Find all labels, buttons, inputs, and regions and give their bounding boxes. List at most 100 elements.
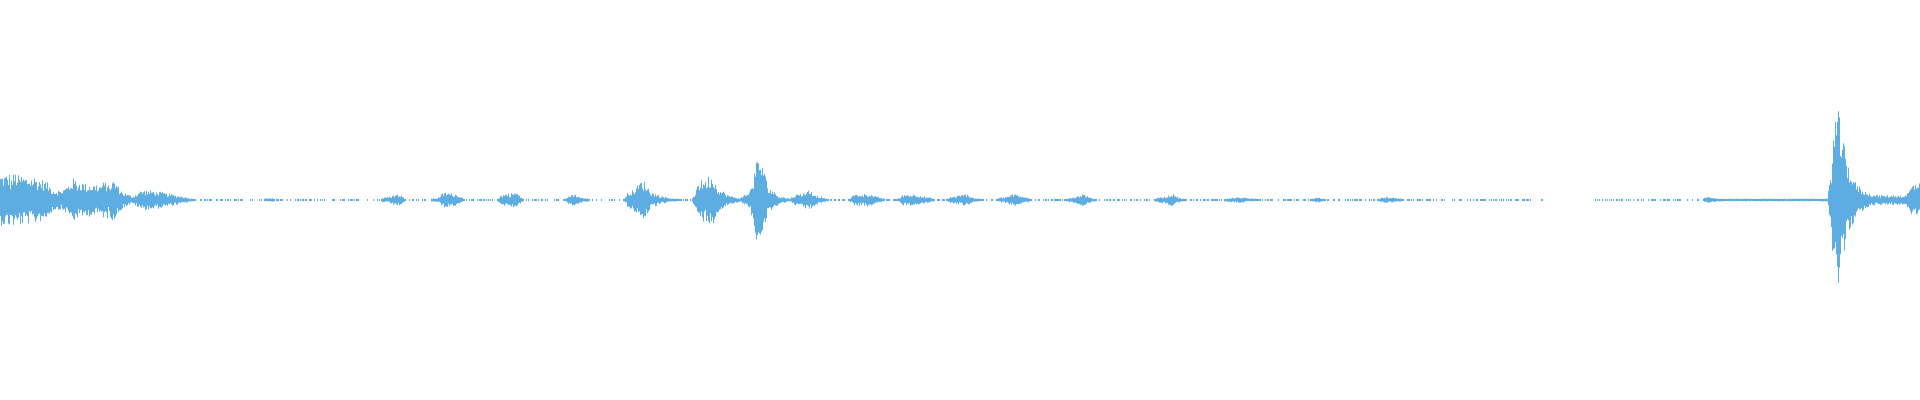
waveform-bin bbox=[862, 194, 872, 207]
waveform-bin bbox=[637, 181, 647, 219]
waveform-bin bbox=[942, 198, 950, 202]
waveform-bin bbox=[207, 199, 212, 201]
waveform-bin bbox=[744, 188, 754, 219]
waveform-bin bbox=[541, 199, 548, 201]
waveform-bin bbox=[1087, 196, 1097, 203]
waveform-bin bbox=[1166, 194, 1176, 206]
waveform-bin bbox=[295, 199, 304, 201]
waveform-bin bbox=[176, 196, 186, 205]
waveform-bin bbox=[1136, 199, 1145, 201]
waveform-bin bbox=[1068, 196, 1078, 204]
waveform-bin bbox=[1753, 198, 1763, 202]
waveform-bin bbox=[225, 199, 235, 201]
waveform-bin bbox=[1660, 199, 1665, 201]
waveform-bin bbox=[108, 182, 118, 220]
waveform-bin bbox=[1832, 111, 1842, 283]
waveform-bin bbox=[1763, 198, 1773, 202]
waveform-bin bbox=[1352, 199, 1362, 201]
waveform-bin bbox=[1215, 199, 1222, 201]
waveform-bin bbox=[29, 178, 39, 222]
waveform-bin bbox=[1851, 181, 1861, 225]
waveform-bin bbox=[901, 195, 911, 206]
waveform-bin bbox=[754, 162, 764, 240]
waveform-bin bbox=[1842, 143, 1851, 251]
waveform-bin bbox=[1648, 199, 1656, 201]
waveform-bin bbox=[1058, 199, 1068, 202]
waveform-bin bbox=[1744, 198, 1753, 202]
waveform-bin bbox=[1345, 199, 1351, 201]
waveform-bin bbox=[1489, 199, 1497, 201]
waveform-bin bbox=[1773, 198, 1783, 202]
waveform-bin bbox=[88, 185, 98, 217]
waveform-bin bbox=[1714, 198, 1724, 202]
waveform-bin bbox=[250, 199, 253, 201]
waveform-bin bbox=[1783, 198, 1793, 202]
waveform-bin bbox=[1224, 197, 1234, 203]
waveform-bin bbox=[686, 194, 696, 207]
waveform-bin bbox=[1460, 199, 1468, 201]
waveform-bin bbox=[1687, 199, 1693, 201]
waveform-bin bbox=[1470, 199, 1478, 201]
waveform-bin bbox=[39, 180, 49, 222]
waveform-bin bbox=[69, 178, 78, 220]
waveform-bin bbox=[451, 193, 460, 206]
waveform-bin bbox=[1303, 198, 1313, 202]
waveform-bin bbox=[1048, 199, 1058, 201]
waveform-bin bbox=[490, 198, 500, 203]
waveform-bin bbox=[235, 199, 243, 201]
waveform-bin bbox=[382, 196, 392, 204]
waveform-bin bbox=[921, 196, 931, 204]
waveform-bin bbox=[441, 192, 451, 208]
waveform-bin bbox=[647, 188, 656, 214]
waveform-bin bbox=[1793, 198, 1802, 202]
waveform-bins bbox=[0, 111, 1920, 283]
waveform-bin bbox=[1822, 180, 1832, 227]
waveform-bin bbox=[764, 174, 774, 222]
waveform-bin bbox=[578, 196, 588, 204]
waveform-bin bbox=[1910, 183, 1920, 215]
waveform-bin bbox=[852, 194, 862, 206]
waveform-bin bbox=[354, 199, 359, 201]
waveform-bin bbox=[1802, 198, 1812, 202]
waveform-bin bbox=[412, 199, 419, 201]
waveform-bin bbox=[186, 198, 196, 203]
waveform-bin bbox=[1254, 198, 1263, 202]
waveform-bin bbox=[1675, 199, 1681, 201]
waveform-bin bbox=[1420, 199, 1430, 201]
waveform-bin bbox=[784, 197, 793, 204]
waveform-bin bbox=[264, 198, 274, 202]
waveform-bin bbox=[147, 190, 157, 210]
waveform-bin bbox=[1322, 198, 1329, 202]
waveform-bin bbox=[656, 195, 666, 206]
waveform-bin bbox=[1626, 199, 1634, 201]
waveform-bin bbox=[1333, 199, 1340, 201]
waveform-bin bbox=[1009, 194, 1019, 206]
waveform-bin bbox=[1704, 197, 1714, 203]
waveform-bin bbox=[1099, 199, 1107, 201]
waveform-bin bbox=[509, 193, 519, 208]
waveform-bin bbox=[627, 188, 637, 213]
waveform-bin bbox=[343, 199, 353, 201]
waveform-bin bbox=[1510, 199, 1518, 201]
waveform-bin bbox=[1411, 199, 1420, 201]
waveform-bin bbox=[1185, 199, 1194, 202]
waveform-bin bbox=[402, 197, 410, 203]
waveform-bin bbox=[1518, 199, 1528, 201]
waveform-bin bbox=[274, 199, 283, 202]
waveform-bin bbox=[1029, 198, 1036, 202]
waveform-bin bbox=[882, 198, 890, 202]
waveform-bin bbox=[287, 199, 291, 201]
waveform-bin bbox=[471, 199, 480, 201]
waveform-bin bbox=[1401, 198, 1410, 201]
waveform-bin bbox=[558, 198, 568, 203]
waveform-bin bbox=[1812, 198, 1822, 202]
waveform-bin bbox=[1130, 199, 1135, 201]
waveform-bin bbox=[137, 191, 147, 210]
waveform-bin bbox=[619, 196, 627, 203]
waveform-bin bbox=[431, 196, 441, 203]
waveform-bin bbox=[1156, 196, 1166, 204]
waveform-bin bbox=[373, 199, 382, 201]
waveform-bin bbox=[666, 197, 676, 202]
waveform-bin bbox=[1665, 199, 1674, 201]
